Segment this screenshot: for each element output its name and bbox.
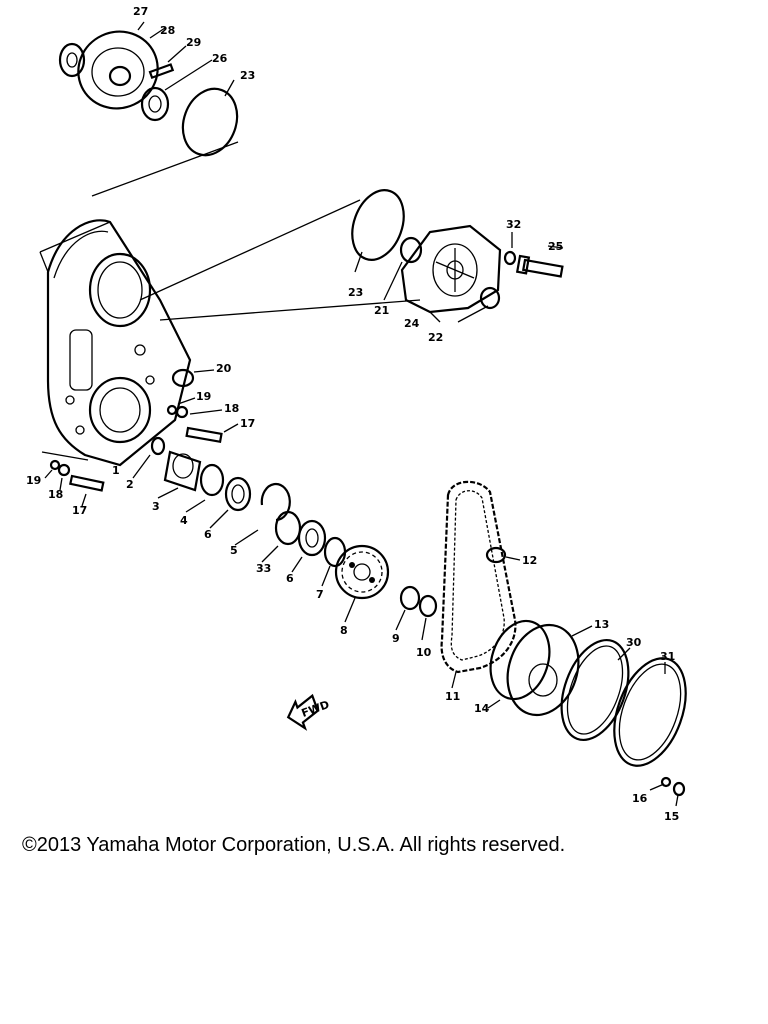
cover-28: [77, 30, 159, 110]
label-27: 27: [133, 5, 148, 18]
seal-4: [199, 463, 225, 497]
label-6b: 6: [286, 572, 294, 585]
label-32: 32: [506, 218, 521, 231]
label-2: 2: [126, 478, 134, 491]
o-ring-23-top: [181, 87, 239, 157]
outer-cover-assembly: [487, 619, 687, 807]
label-26a: 26: [212, 52, 228, 65]
label-13: 13: [594, 618, 609, 631]
sprocket-8: [334, 544, 390, 600]
drive-chain: [440, 480, 521, 689]
cap-20: [171, 368, 195, 388]
label-29: 29: [186, 36, 201, 49]
label-17b: 17: [72, 504, 87, 517]
label-11: 11: [445, 690, 460, 703]
ring-2: [150, 436, 166, 456]
label-21: 21: [374, 304, 389, 317]
label-18b: 18: [48, 488, 63, 501]
bearing-22: [479, 286, 501, 310]
label-3: 3: [152, 500, 160, 513]
washer-16: [660, 776, 672, 788]
link-12: [485, 546, 507, 564]
bolt-17: [185, 426, 223, 444]
pin-29: [148, 63, 175, 80]
bearing-housing-assembly: [351, 189, 564, 323]
bolt-25: [521, 258, 564, 278]
copyright-notice: ©2013 Yamaha Motor Corporation, U.S.A. A…: [22, 834, 566, 856]
label-23b: 23: [348, 286, 363, 299]
top-cover-assembly: [58, 21, 239, 157]
label-8: 8: [340, 624, 348, 637]
label-33: 33: [256, 562, 271, 575]
label-20: 20: [216, 362, 232, 375]
shaft-stack: [132, 436, 438, 641]
label-30: 30: [626, 636, 642, 649]
label-28: 28: [160, 24, 175, 37]
fastener-group: [44, 368, 239, 507]
part-labels: 27 28 29 26 23 23 32 25 21 24 22 20 19 1…: [26, 5, 679, 823]
bearing-6b: [297, 519, 327, 557]
label-7: 7: [316, 588, 324, 601]
washer-32: [503, 250, 517, 266]
label-25: 25: [548, 240, 563, 253]
bearing-26: [140, 86, 170, 122]
bearing-6a: [224, 476, 252, 512]
screw-15: [672, 781, 686, 797]
gasket-30: [560, 638, 630, 742]
label-31: 31: [660, 650, 675, 663]
gasket-14: [489, 619, 551, 701]
housing-24: [400, 224, 502, 314]
label-17a: 17: [240, 417, 255, 430]
cover-13: [506, 623, 580, 717]
label-5: 5: [230, 544, 238, 557]
label-23a: 23: [240, 69, 255, 82]
label-15: 15: [664, 810, 679, 823]
label-18a: 18: [224, 402, 239, 415]
circlip-5: [260, 482, 291, 522]
label-16: 16: [632, 792, 648, 805]
label-14: 14: [474, 702, 490, 715]
label-1: 1: [112, 464, 120, 477]
washer-19: [166, 404, 178, 416]
o-ring-23-right: [351, 189, 405, 261]
collar-7: [323, 536, 347, 568]
direction-arrow-icon: FWD: [286, 693, 331, 731]
chain-case-housing: [39, 141, 421, 467]
chain-11: [440, 480, 517, 674]
label-19b: 19: [26, 474, 41, 487]
label-4: 4: [180, 514, 188, 527]
exploded-parts-diagram: FWD 27 28 29 26 23 23 32 25 21 24 22 20 …: [26, 5, 687, 823]
spacer-3: [163, 450, 202, 492]
label-22: 22: [428, 331, 443, 344]
label-10: 10: [416, 646, 432, 659]
label-24: 24: [404, 317, 420, 330]
label-12: 12: [522, 554, 537, 567]
seal-21: [399, 236, 423, 264]
nut-10: [418, 594, 438, 618]
washer-9: [399, 585, 421, 611]
label-9: 9: [392, 632, 400, 645]
washer-33: [274, 510, 302, 546]
seal-27: [58, 42, 86, 78]
label-6a: 6: [204, 528, 212, 541]
label-19a: 19: [196, 390, 211, 403]
cover-31: [613, 657, 687, 767]
